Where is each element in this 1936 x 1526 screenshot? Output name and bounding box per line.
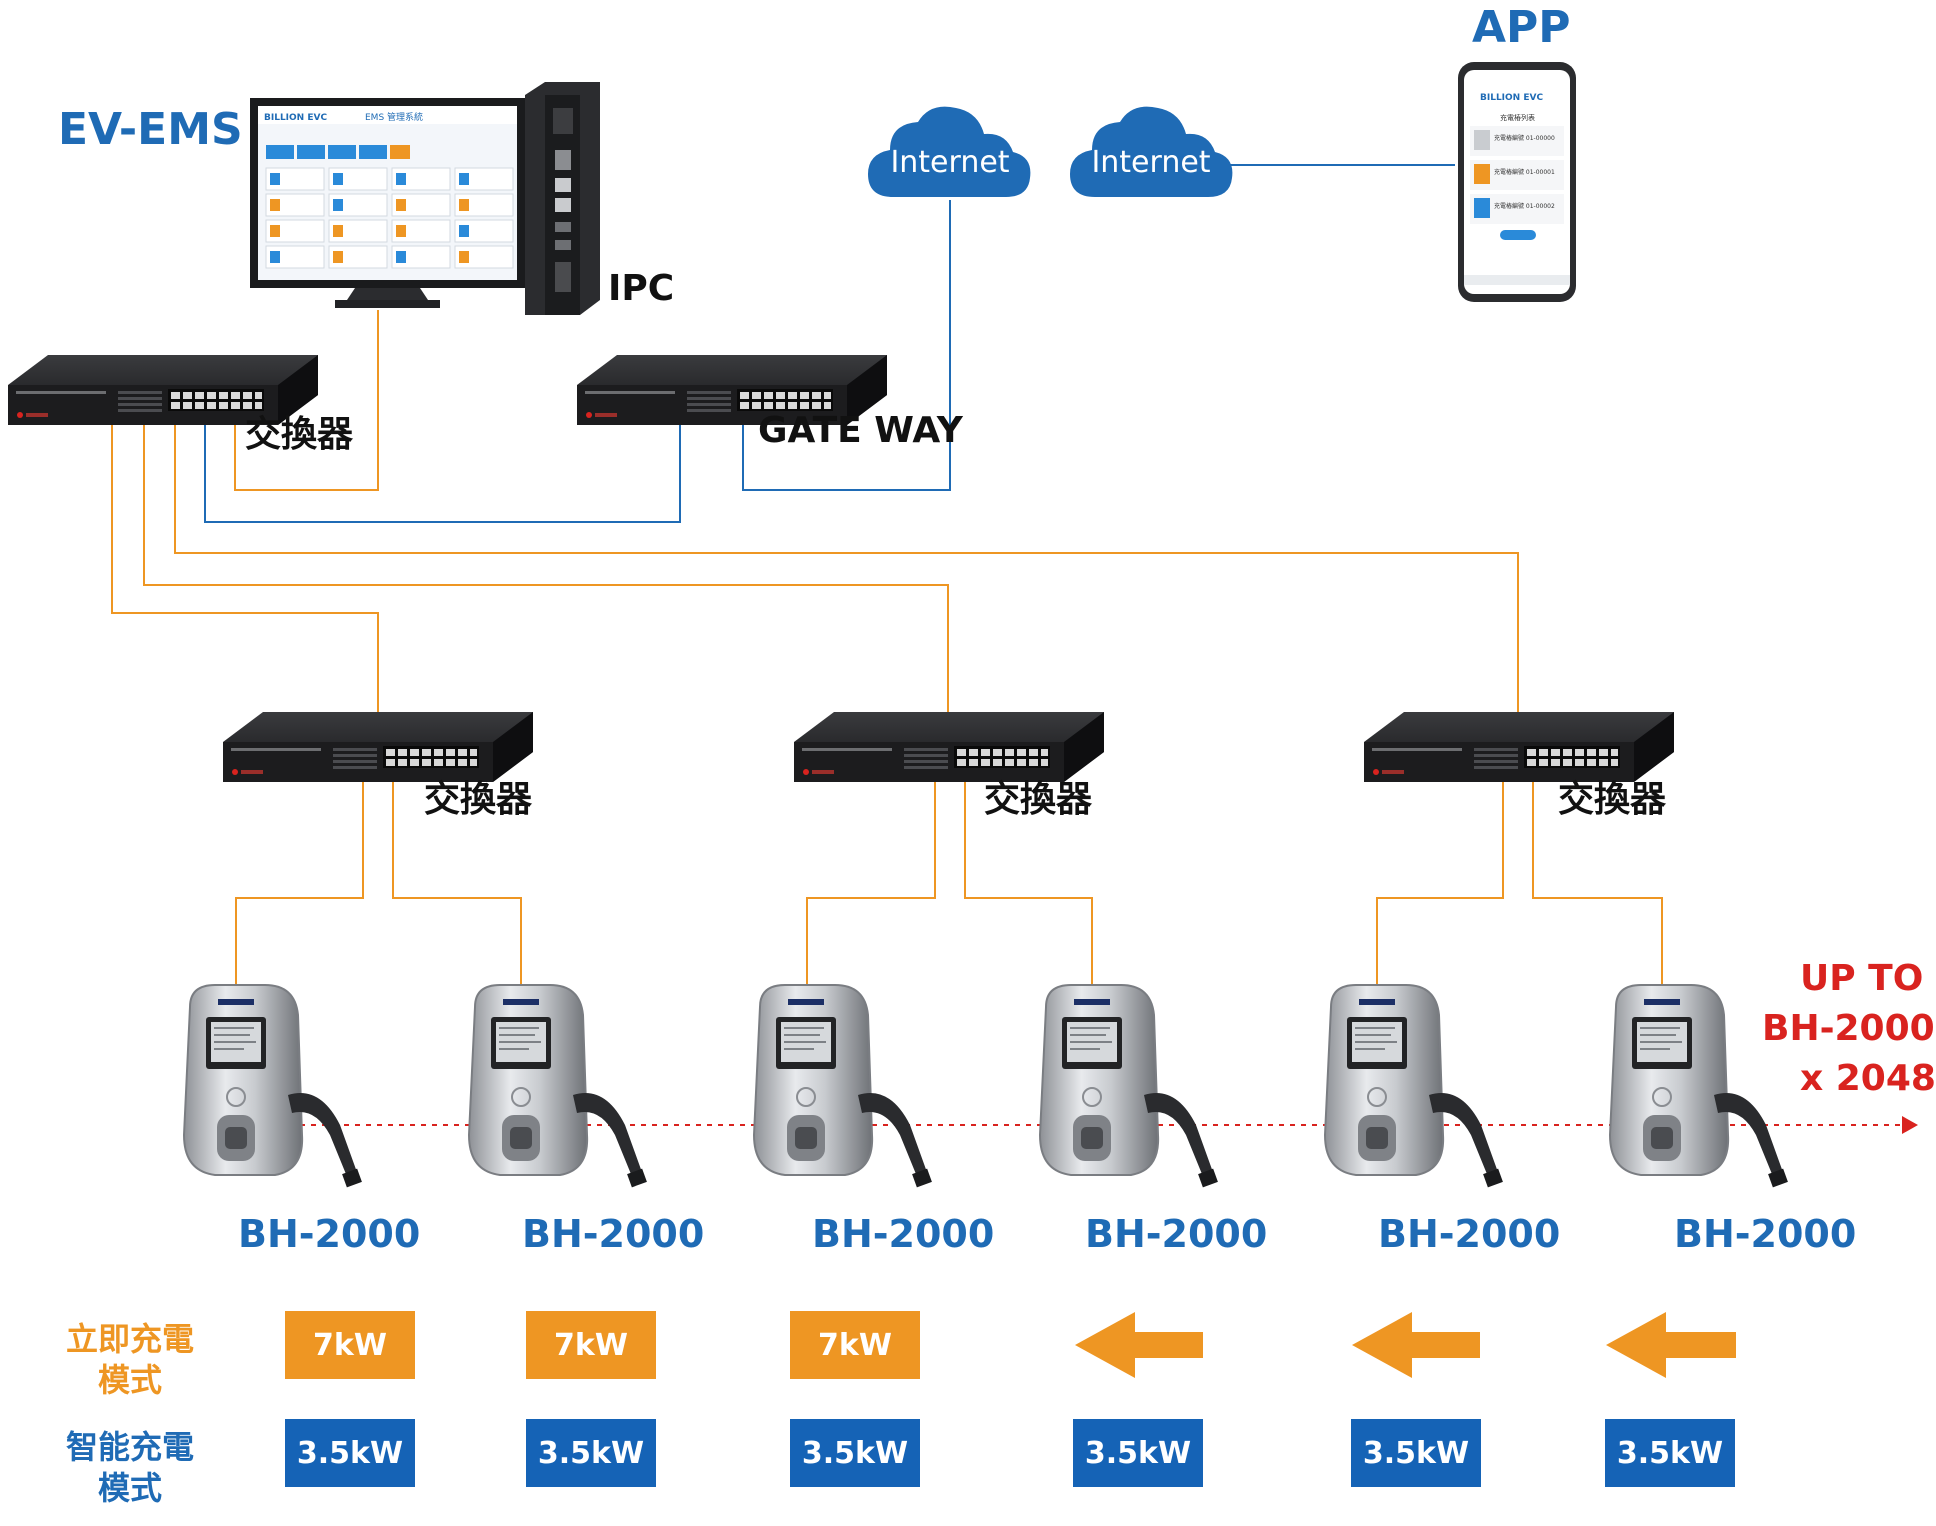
- smart-power-box-3: 3.5kW: [790, 1419, 920, 1487]
- smart-mode-label-2: 模式: [98, 1469, 163, 1507]
- monitor-brand: BILLION EVC: [264, 113, 327, 123]
- instant-power-box-3: 7kW: [790, 1311, 920, 1379]
- gateway-label: GATE WAY: [758, 410, 963, 451]
- charger-label-1: BH-2000: [238, 1212, 421, 1256]
- up-to-line-1: UP TO: [1800, 958, 1924, 999]
- line-switch-gateway: [204, 415, 681, 523]
- ev-ems-label: EV-EMS: [58, 104, 243, 155]
- instant-mode-label-1: 立即充電: [66, 1320, 195, 1358]
- charger-label-5: BH-2000: [1378, 1212, 1561, 1256]
- charger-1: [183, 984, 363, 1189]
- internet-label-2: Internet: [1091, 145, 1210, 180]
- charger-2: [468, 984, 648, 1189]
- phone-brand: BILLION EVC: [1480, 93, 1543, 103]
- phone-item-3: 充電樁編號 01-00002: [1494, 202, 1555, 210]
- app-label: APP: [1472, 2, 1571, 53]
- arrow-left-icon: [1606, 1312, 1736, 1378]
- switch-label-3: 交換器: [1558, 779, 1667, 820]
- internet-label-1: Internet: [890, 145, 1009, 180]
- line-gateway-internet: [742, 200, 951, 491]
- phone-item-2: 充電樁編號 01-00001: [1494, 168, 1555, 176]
- connections: [111, 164, 1663, 985]
- smart-power-box-4: 3.5kW: [1073, 1419, 1203, 1487]
- smart-power-box-2: 3.5kW: [526, 1419, 656, 1487]
- monitor-title: EMS 管理系統: [365, 111, 423, 123]
- phone-list-title: 充電樁列表: [1500, 113, 1535, 122]
- ipc-tower: [525, 82, 600, 315]
- instant-power-box-1: 7kW: [285, 1311, 415, 1379]
- instant-mode-label-2: 模式: [98, 1361, 163, 1399]
- charger-label-3: BH-2000: [812, 1212, 995, 1256]
- up-to-line-3: x 2048: [1800, 1058, 1936, 1099]
- switch-label-core: 交換器: [245, 414, 354, 455]
- instant-power-box-2: 7kW: [526, 1311, 656, 1379]
- arrows: [1075, 1312, 1736, 1378]
- line-switch-sw3: [174, 415, 1519, 715]
- phone-item-1: 充電樁編號 01-00000: [1494, 134, 1555, 142]
- arrow-left-icon: [1075, 1312, 1203, 1378]
- line-switch-sw1: [111, 415, 379, 715]
- line-ipc-switch: [234, 310, 379, 491]
- ems-monitor: BILLION EVC EMS 管理系統: [250, 98, 525, 308]
- smart-power-box-5: 3.5kW: [1351, 1419, 1481, 1487]
- internet-cloud-1: Internet: [868, 106, 1031, 197]
- charger-4: [1039, 984, 1219, 1189]
- switch-label-2: 交換器: [984, 779, 1093, 820]
- charger-label-4: BH-2000: [1085, 1212, 1268, 1256]
- ipc-label: IPC: [608, 268, 675, 309]
- charger-3: [753, 984, 933, 1189]
- arrow-left-icon: [1352, 1312, 1480, 1378]
- charger-5: [1324, 984, 1504, 1189]
- smart-power-box-1: 3.5kW: [285, 1419, 415, 1487]
- smart-mode-label-1: 智能充電: [66, 1428, 195, 1466]
- smart-power-box-6: 3.5kW: [1605, 1419, 1735, 1487]
- charger-label-6: BH-2000: [1674, 1212, 1857, 1256]
- charger-label-2: BH-2000: [522, 1212, 705, 1256]
- line-switch-sw2: [143, 415, 949, 715]
- app-phone: BILLION EVC 充電樁列表 充電樁編號 01-00000 充電樁編號 0…: [1458, 62, 1576, 302]
- internet-cloud-2: Internet: [1070, 106, 1233, 197]
- up-to-line-2: BH-2000: [1762, 1008, 1935, 1049]
- switch-label-1: 交換器: [424, 779, 533, 820]
